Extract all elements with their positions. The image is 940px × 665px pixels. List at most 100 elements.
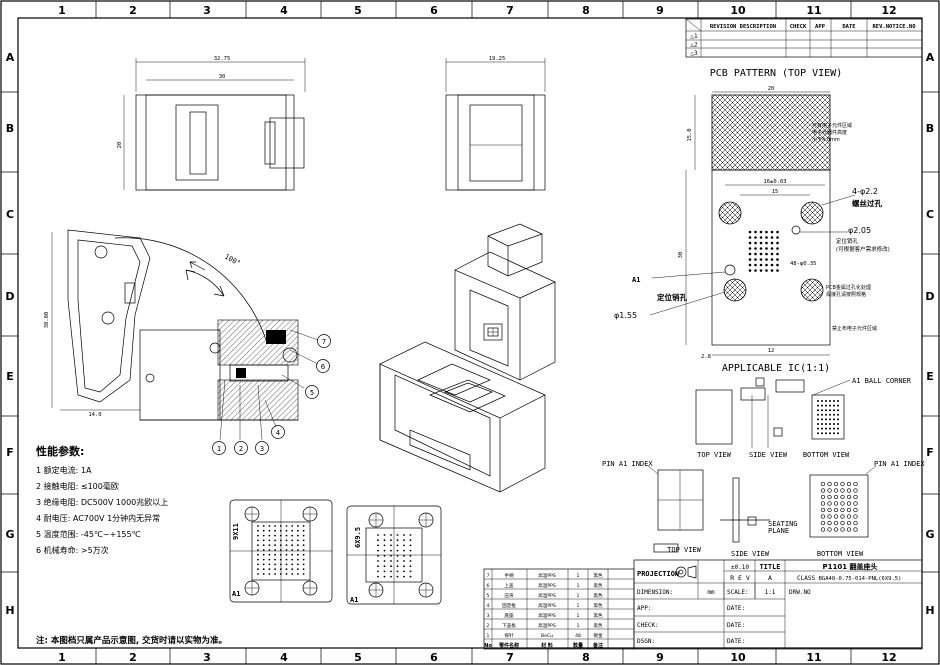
rev-row-1: △1 xyxy=(690,33,698,40)
rev-header-description: REVISION DESCRIPTION xyxy=(710,24,776,30)
pcb-pad xyxy=(759,230,763,234)
parts-cell: 黑色 xyxy=(593,582,603,589)
footprint-contact xyxy=(279,558,282,561)
ic-ball-large xyxy=(846,494,852,500)
footprint-contact xyxy=(279,544,282,547)
footprint-contact xyxy=(291,563,294,566)
parts-cell: 黑色 xyxy=(593,592,603,599)
zone-row-right-E: E xyxy=(926,370,934,383)
footprint-contact xyxy=(291,558,294,561)
zone-col-bottom-3: 3 xyxy=(203,651,211,664)
pcb-pad xyxy=(754,236,757,239)
parts-cell: 黑色 xyxy=(593,572,603,579)
footprint-contact xyxy=(396,544,399,547)
ic-ball-large xyxy=(827,488,832,493)
pcb-pad xyxy=(776,258,779,261)
title-block: PROJECTION ±0.10 TITLE P1101 翻盖座头 R E V … xyxy=(633,559,923,650)
pcb-pad xyxy=(770,252,774,256)
check-date-label: DATE: xyxy=(727,622,745,629)
footprint-contact xyxy=(390,575,392,578)
footprint-contact xyxy=(409,575,412,578)
zone-col-top-2: 2 xyxy=(129,4,137,17)
ic-ball xyxy=(821,418,823,421)
parts-cell: 1 xyxy=(487,633,490,639)
footprint-contact xyxy=(257,525,259,527)
footprint-contact xyxy=(262,553,265,556)
zone-col-bottom-12: 12 xyxy=(881,651,896,664)
footprint-contact xyxy=(262,563,265,566)
footprint-contact xyxy=(302,553,305,556)
footprint-contact xyxy=(377,554,379,557)
class-label: CLASS xyxy=(797,575,815,582)
ic-ball xyxy=(821,409,823,412)
footprint-contact xyxy=(403,560,405,562)
footprint-contact xyxy=(390,549,392,552)
footprint-contact xyxy=(377,534,379,536)
callout-2: 2 xyxy=(234,441,248,455)
rev-row-3: △3 xyxy=(690,50,698,57)
ic-ball xyxy=(817,400,819,402)
parts-header: 材 料 xyxy=(541,642,553,649)
ic-ball-large xyxy=(846,520,852,526)
footprint-contact xyxy=(390,534,392,536)
ic-ball-large xyxy=(820,488,826,493)
seating-plane-label-2: PLANE xyxy=(768,527,789,535)
dim-left-bottom: 14.0 xyxy=(88,412,101,418)
parts-cell: 高温PPS xyxy=(538,572,556,579)
ic-ball xyxy=(833,423,835,425)
footprint-contact xyxy=(396,570,399,573)
pcb-pad xyxy=(776,230,779,234)
footprint-contact xyxy=(377,549,379,552)
parts-cell: 压块 xyxy=(504,592,514,599)
parts-cell: 黑色 xyxy=(593,622,603,629)
parts-cell: 5 xyxy=(487,593,490,599)
parts-cell: 高温PPS xyxy=(538,622,556,629)
ic-ball-large xyxy=(820,527,826,532)
parts-cell: 镀金 xyxy=(593,632,603,639)
footprint-contact xyxy=(396,534,399,536)
pcb-pad xyxy=(759,258,763,261)
ic-ball-large xyxy=(820,481,826,487)
footprint-contact xyxy=(268,534,271,537)
footprint-contact xyxy=(377,575,379,578)
ic-ball-large xyxy=(827,507,832,513)
ic-ball xyxy=(817,409,819,412)
ic-ball xyxy=(833,413,835,416)
dim-top-width-outer: 32.75 xyxy=(214,56,231,62)
ic-ball-large xyxy=(853,494,858,500)
footprint-contact xyxy=(257,573,259,575)
ic-ball xyxy=(821,423,823,425)
ic-ball-large xyxy=(833,514,839,519)
parts-cell: 高温PPS xyxy=(538,602,556,609)
drw-no-label: DRW.NO xyxy=(789,589,811,596)
dim-top-height: 20 xyxy=(117,142,123,149)
parts-cell: 高温PPS xyxy=(538,592,556,599)
footprint-contact xyxy=(383,560,386,562)
title-value: P1101 翻盖座头 xyxy=(822,562,877,571)
pin-a1-index-right: PIN A1 INDEX xyxy=(874,460,925,468)
footprint-contact xyxy=(274,549,276,551)
footprint-contact xyxy=(285,568,288,571)
pcb-pad xyxy=(754,252,757,256)
footprint-contact xyxy=(383,539,386,542)
footprint-contact xyxy=(274,544,276,547)
ic-ball xyxy=(829,423,831,425)
footprint-contact xyxy=(274,529,276,532)
ic-ball xyxy=(837,418,839,421)
pcb-pad xyxy=(765,263,768,267)
ic-ball xyxy=(829,427,831,430)
ic-ball xyxy=(833,404,835,407)
app-date-label: DATE: xyxy=(727,605,745,612)
spec-item-2: 2 接触电阻: ≤100毫欧 xyxy=(36,481,119,491)
rev-header-app: APP xyxy=(815,24,826,30)
ic-ball-large xyxy=(827,514,832,519)
parts-header: 数量 xyxy=(573,642,583,649)
footprint-contact xyxy=(302,549,305,551)
rev-header-date: DATE xyxy=(842,24,855,30)
pcb-pad xyxy=(776,252,779,256)
pcb-pad xyxy=(748,263,752,267)
footprint-contact xyxy=(403,565,405,568)
footprint-contact xyxy=(279,549,282,551)
